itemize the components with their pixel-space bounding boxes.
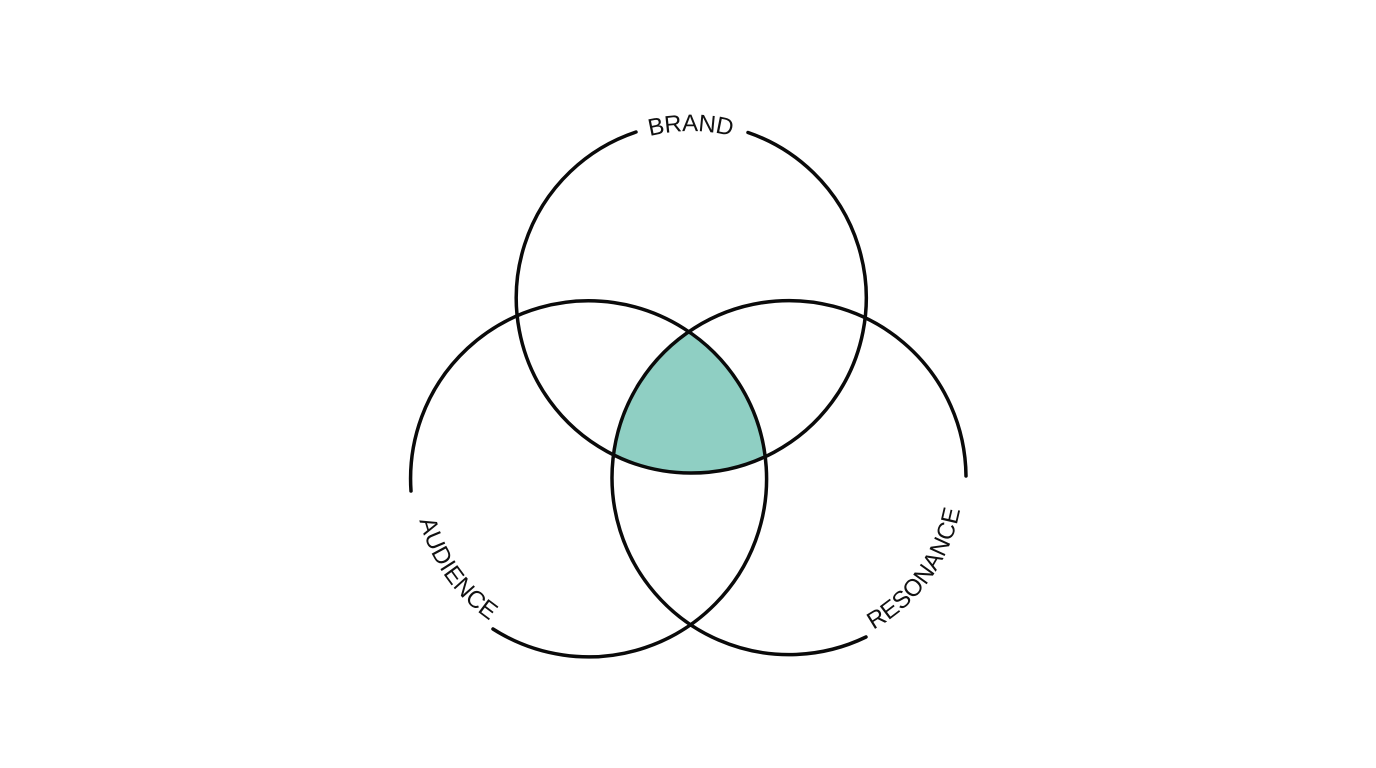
center-intersection xyxy=(613,300,766,473)
audience-circle xyxy=(408,299,769,659)
resonance-label: RESONANCE xyxy=(862,504,966,635)
brand-label: BRAND xyxy=(646,110,737,142)
brand-circle xyxy=(514,130,868,475)
resonance-circle xyxy=(610,298,968,657)
audience-label: AUDIENCE xyxy=(414,514,503,626)
